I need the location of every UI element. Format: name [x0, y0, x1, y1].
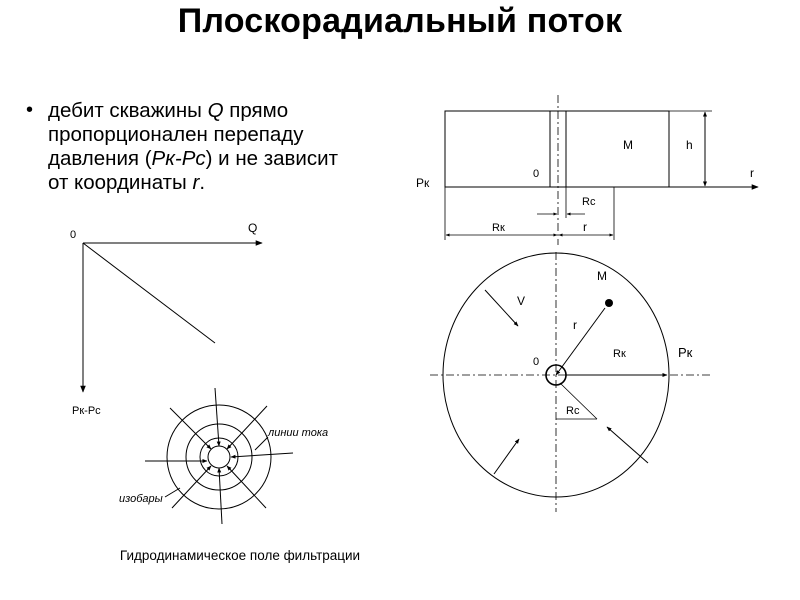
side-origin-label: 0 [533, 168, 539, 180]
side-rc-label: Rс [582, 196, 596, 208]
top-pk-label: Pк [678, 345, 693, 360]
isobar-label-leader [164, 487, 181, 498]
isobar-outer [166, 404, 272, 510]
bullet-line-2: пропорционален перепаду [48, 123, 304, 146]
graph-origin-label: 0 [70, 229, 76, 241]
point-m [605, 299, 613, 307]
streamline-bottom-left [171, 465, 212, 509]
top-v-label: V [517, 294, 525, 308]
streamline-right [230, 452, 294, 459]
isobar-middle [185, 423, 253, 491]
side-r-label: r [583, 220, 587, 234]
streamline-bottom-right [226, 465, 267, 509]
graph-pressure-label: Pк-Pс [72, 405, 101, 417]
well-bore [207, 445, 231, 469]
top-r-label: r [573, 318, 577, 332]
side-pk-label: Pк [416, 176, 430, 190]
streamline-top-right [226, 405, 268, 450]
bullet-dot: • [26, 99, 34, 121]
velocity-arrow-bottom-left [493, 438, 520, 475]
page-title: Плоскорадиальный поток [177, 2, 623, 40]
pressure-drop-graph: 0 Q Pк-Pс [70, 221, 263, 417]
streamline-top-left [169, 407, 212, 450]
bullet-statement: • дебит скважины Q прямо пропорционален … [26, 99, 393, 195]
graph-linear-relation [82, 242, 216, 344]
streamline-label-leader [254, 436, 269, 451]
streamline-top [214, 387, 221, 447]
side-m-label: M [623, 138, 633, 152]
rc-leader-diag [559, 382, 598, 420]
side-rk-label: Rк [492, 222, 505, 234]
side-h-label: h [686, 138, 693, 152]
reservoir-layer [444, 110, 670, 188]
bullet-line-4: от координаты r. [48, 171, 206, 194]
figure-caption: Гидродинамическое поле фильтрации [119, 548, 361, 563]
streamlines-label: линии тока [267, 427, 328, 439]
isobars-label: изобары [119, 493, 163, 505]
velocity-arrow-top-left [484, 289, 519, 327]
flow-field-sketch: линии тока изобары [119, 387, 328, 525]
radius-r [555, 307, 606, 376]
graph-q-label: Q [248, 221, 257, 235]
reservoir-side-view: Pк 0 M h r Rс Rк r [416, 95, 759, 245]
velocity-arrow-bottom-right [606, 426, 649, 464]
top-rc-label: Rс [566, 405, 580, 417]
top-rk-label: Rк [613, 348, 626, 360]
bullet-line-3: давления (Pк-Pс) и не зависит [48, 147, 338, 170]
streamline-bottom [217, 467, 223, 525]
reservoir-top-view: M V r 0 Rк Pк Rс [430, 252, 712, 512]
side-r-axis-label: r [750, 166, 754, 180]
top-origin-label: 0 [533, 356, 539, 368]
bullet-line-1: дебит скважины Q прямо [48, 99, 289, 122]
top-m-label: M [597, 269, 607, 283]
